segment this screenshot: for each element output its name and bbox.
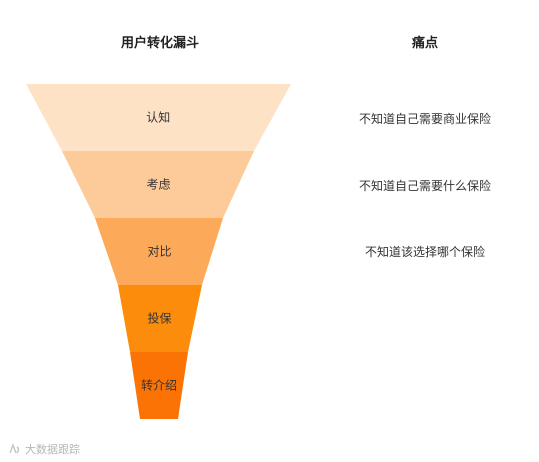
funnel-layer-comparison (95, 218, 223, 285)
funnel-label-purchase: 投保 (147, 311, 171, 326)
funnel-layer-purchase (118, 285, 202, 352)
logo-icon (9, 443, 20, 454)
pain-point-consideration: 不知道自己需要什么保险 (358, 179, 491, 193)
pain-point-awareness: 不知道自己需要商业保险 (358, 112, 491, 126)
pain-points-header: 痛点 (411, 36, 438, 51)
funnel-label-comparison: 对比 (147, 245, 171, 259)
funnel-header: 用户转化漏斗 (120, 36, 199, 51)
watermark: 大数据跟踪 (8, 441, 80, 457)
funnel-layer-awareness (26, 84, 291, 151)
funnel-layer-consideration (62, 151, 254, 218)
funnel-label-awareness: 认知 (146, 111, 170, 125)
pain-point-comparison: 不知道该选择哪个保险 (364, 245, 485, 259)
funnel-layer-referral (130, 352, 188, 419)
funnel-label-referral: 转介绍 (141, 378, 177, 393)
watermark-text: 大数据跟踪 (25, 443, 80, 456)
funnel-label-consideration: 考虑 (146, 178, 170, 192)
